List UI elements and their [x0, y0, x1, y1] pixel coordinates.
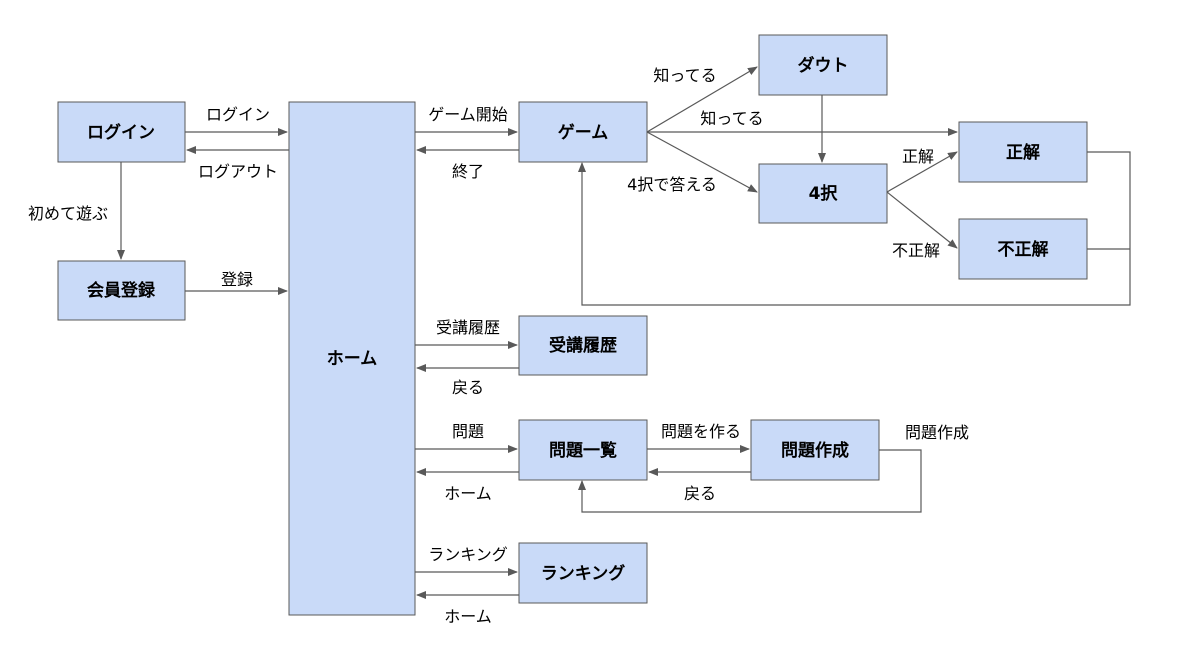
node-doubt: ダウト — [758, 34, 888, 96]
label-game-to-four-choice: 4択で答える — [627, 175, 717, 194]
node-member-registration-label: 会員登録 — [87, 280, 156, 301]
label-home-to-problem-list: 問題 — [452, 422, 484, 441]
node-home-label: ホーム — [327, 349, 378, 369]
label-home-to-ranking: ランキング — [428, 545, 508, 564]
node-correct: 正解 — [958, 121, 1088, 183]
label-create-loop: 問題作成 — [905, 423, 969, 442]
label-four-choice-to-correct: 正解 — [902, 147, 934, 166]
node-login-label: ログイン — [87, 122, 155, 143]
edge-game-to-four-choice — [646, 131, 758, 193]
label-login-to-home: ログイン — [206, 105, 270, 124]
node-doubt-label: ダウト — [798, 55, 849, 76]
label-game-to-home: 終了 — [452, 162, 484, 181]
node-game-label: ゲーム — [558, 122, 609, 143]
node-correct-label: 正解 — [1006, 142, 1040, 163]
label-history-to-home: 戻る — [452, 378, 484, 397]
edge-game-to-doubt — [646, 66, 758, 133]
label-ranking-to-home: ホーム — [444, 607, 492, 626]
node-history-label: 受講履歴 — [549, 335, 617, 356]
node-four-choice: 4択 — [758, 163, 888, 224]
label-home-to-history: 受講履歴 — [436, 318, 500, 337]
label-problem-list-to-home: ホーム — [444, 484, 492, 503]
label-problem-list-to-create: 問題を作る — [661, 422, 741, 441]
label-four-choice-to-incorrect: 不正解 — [892, 241, 940, 260]
edges — [117, 66, 1131, 599]
label-create-to-problem-list: 戻る — [684, 484, 716, 503]
edge-four-choice-to-correct — [886, 151, 958, 193]
label-registration-to-home: 登録 — [221, 270, 253, 289]
node-ranking-label: ランキング — [541, 563, 626, 584]
node-home: ホーム — [288, 101, 416, 616]
node-problem-create: 問題作成 — [750, 419, 880, 481]
node-problem-list-label: 問題一覧 — [549, 440, 617, 461]
edge-result-loop-to-game — [578, 151, 1131, 306]
node-login: ログイン — [57, 101, 186, 163]
node-problem-list: 問題一覧 — [518, 419, 648, 481]
label-home-to-login: ログアウト — [198, 162, 278, 181]
label-home-to-game: ゲーム開始 — [428, 105, 508, 124]
node-member-registration: 会員登録 — [57, 260, 186, 321]
label-game-to-correct: 知ってる — [700, 109, 763, 128]
node-incorrect: 不正解 — [958, 218, 1088, 280]
edge-labels: ログイン ログアウト 初めて遊ぶ 登録 ゲーム開始 終了 知ってる 知ってる 4… — [28, 66, 969, 626]
node-problem-create-label: 問題作成 — [781, 440, 849, 461]
label-login-to-registration: 初めて遊ぶ — [28, 204, 108, 223]
node-game: ゲーム — [518, 101, 648, 163]
node-incorrect-label: 不正解 — [998, 239, 1049, 260]
node-ranking: ランキング — [518, 542, 648, 604]
node-four-choice-label: 4択 — [809, 183, 839, 204]
edge-four-choice-to-incorrect — [886, 191, 958, 249]
label-game-to-doubt: 知ってる — [653, 66, 716, 85]
node-history: 受講履歴 — [518, 315, 648, 376]
edge-create-loop-to-problem-list — [578, 449, 922, 513]
